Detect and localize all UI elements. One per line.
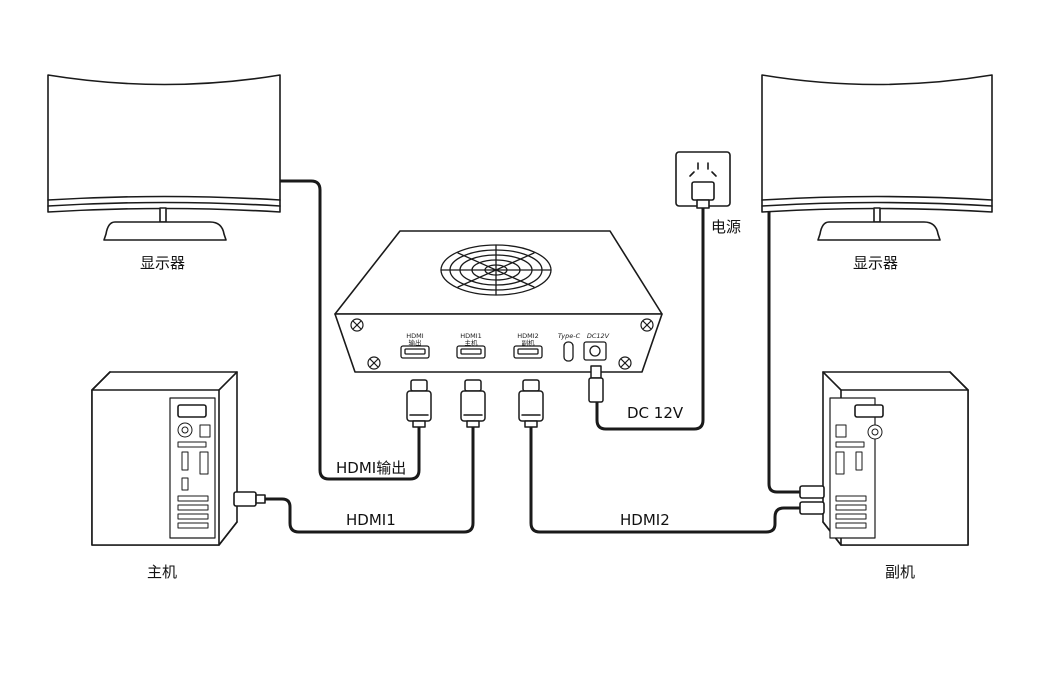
label-hdmi-output: HDMI输出 <box>336 459 407 477</box>
label-dc-12v: DC 12V <box>627 404 684 422</box>
screw-icons <box>350 318 654 370</box>
cable-hdmi-output <box>278 179 421 481</box>
kvm-switch-box: HDMI 输出 HDMI1 主机 HDMI2 副机 Type-C DC12V <box>334 230 663 373</box>
label-host-main: 主机 <box>147 563 178 581</box>
port-label-in2-top: HDMI2 <box>517 332 539 340</box>
cable-power <box>595 204 705 431</box>
cable-hdmi1 <box>263 423 475 534</box>
port-label-out-bottom: 输出 <box>409 338 422 347</box>
port-label-in2-bottom: 副机 <box>522 338 536 347</box>
hdmi1-port <box>456 345 486 359</box>
label-hdmi1: HDMI1 <box>346 511 396 529</box>
dc-plug <box>588 365 604 403</box>
monitor-right <box>761 74 993 241</box>
hdmi-plugs <box>406 365 604 428</box>
port-label-in1-bottom: 主机 <box>465 338 479 347</box>
monitor-left <box>47 74 281 241</box>
dc-port <box>583 341 607 361</box>
hdmi2-port <box>513 345 543 359</box>
power-socket <box>675 151 731 209</box>
cable-hdmi2 <box>529 423 807 534</box>
port-label-in1-top: HDMI1 <box>460 332 482 340</box>
hdmi-plug-in2 <box>518 379 544 428</box>
cable-monitor-right <box>767 204 807 494</box>
pc-sub <box>799 371 969 546</box>
label-hdmi2: HDMI2 <box>620 511 670 529</box>
port-label-out-top: HDMI <box>406 332 424 340</box>
label-monitor-right: 显示器 <box>853 254 899 272</box>
label-host-sub: 副机 <box>885 563 916 581</box>
hdmi-out-port <box>400 345 430 359</box>
type-c-port <box>563 341 574 362</box>
label-power: 电源 <box>711 218 742 236</box>
hdmi-plug-in1 <box>460 379 486 428</box>
fan-grille-icon <box>440 244 552 296</box>
label-monitor-left: 显示器 <box>140 254 186 272</box>
port-label-dc: DC12V <box>587 332 610 340</box>
port-label-typec: Type-C <box>558 332 581 340</box>
hdmi-plug-out <box>406 379 432 428</box>
pc-main <box>91 371 266 546</box>
